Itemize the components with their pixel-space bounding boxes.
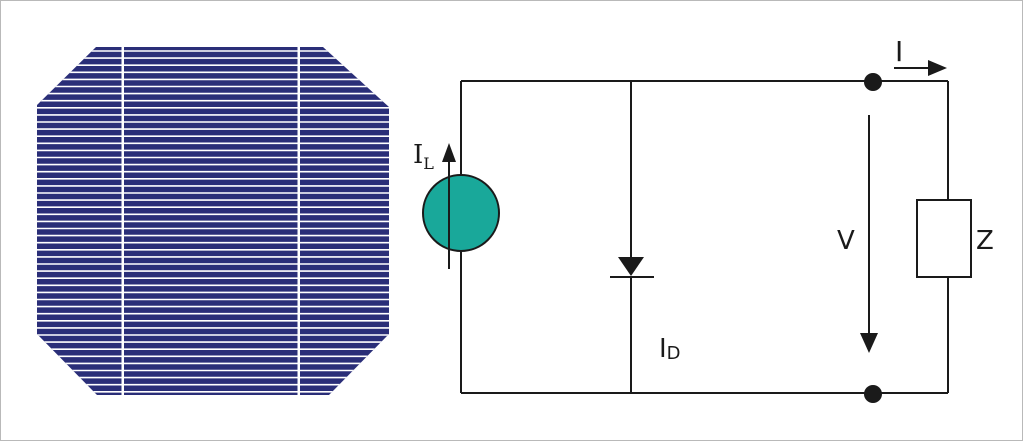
diode-icon [610,257,654,278]
load-label: Z [976,226,994,256]
diode-current-label-sub: D [667,343,681,364]
voltage-arrow-head [860,333,878,353]
output-current-arrow [894,60,947,76]
circuit-wires [460,80,949,394]
solar-cell-icon [37,47,389,395]
diode-triangle [618,257,644,276]
diode-current-label-main: I [659,334,667,364]
busbar-right [297,47,300,395]
output-current-arrow-head [928,60,947,76]
photo-current-label: IL [413,140,434,173]
current-source-icon [422,143,500,269]
current-source-arrow-head [442,143,456,162]
photo-current-label-sub: L [423,154,434,173]
solar-cell-fingers [37,50,389,393]
terminal-node-top [864,73,882,91]
voltage-label: V [837,226,855,256]
voltage-arrow [860,115,878,353]
load-impedance-box [916,199,972,278]
photo-current-label-main: I [413,140,423,170]
diode-current-label: ID [659,334,681,364]
busbar-left [121,47,124,395]
solar-cell-busbars [121,47,300,395]
output-current-label: I [895,35,903,68]
terminal-node-bottom [864,385,882,403]
current-source-circle [422,174,500,252]
